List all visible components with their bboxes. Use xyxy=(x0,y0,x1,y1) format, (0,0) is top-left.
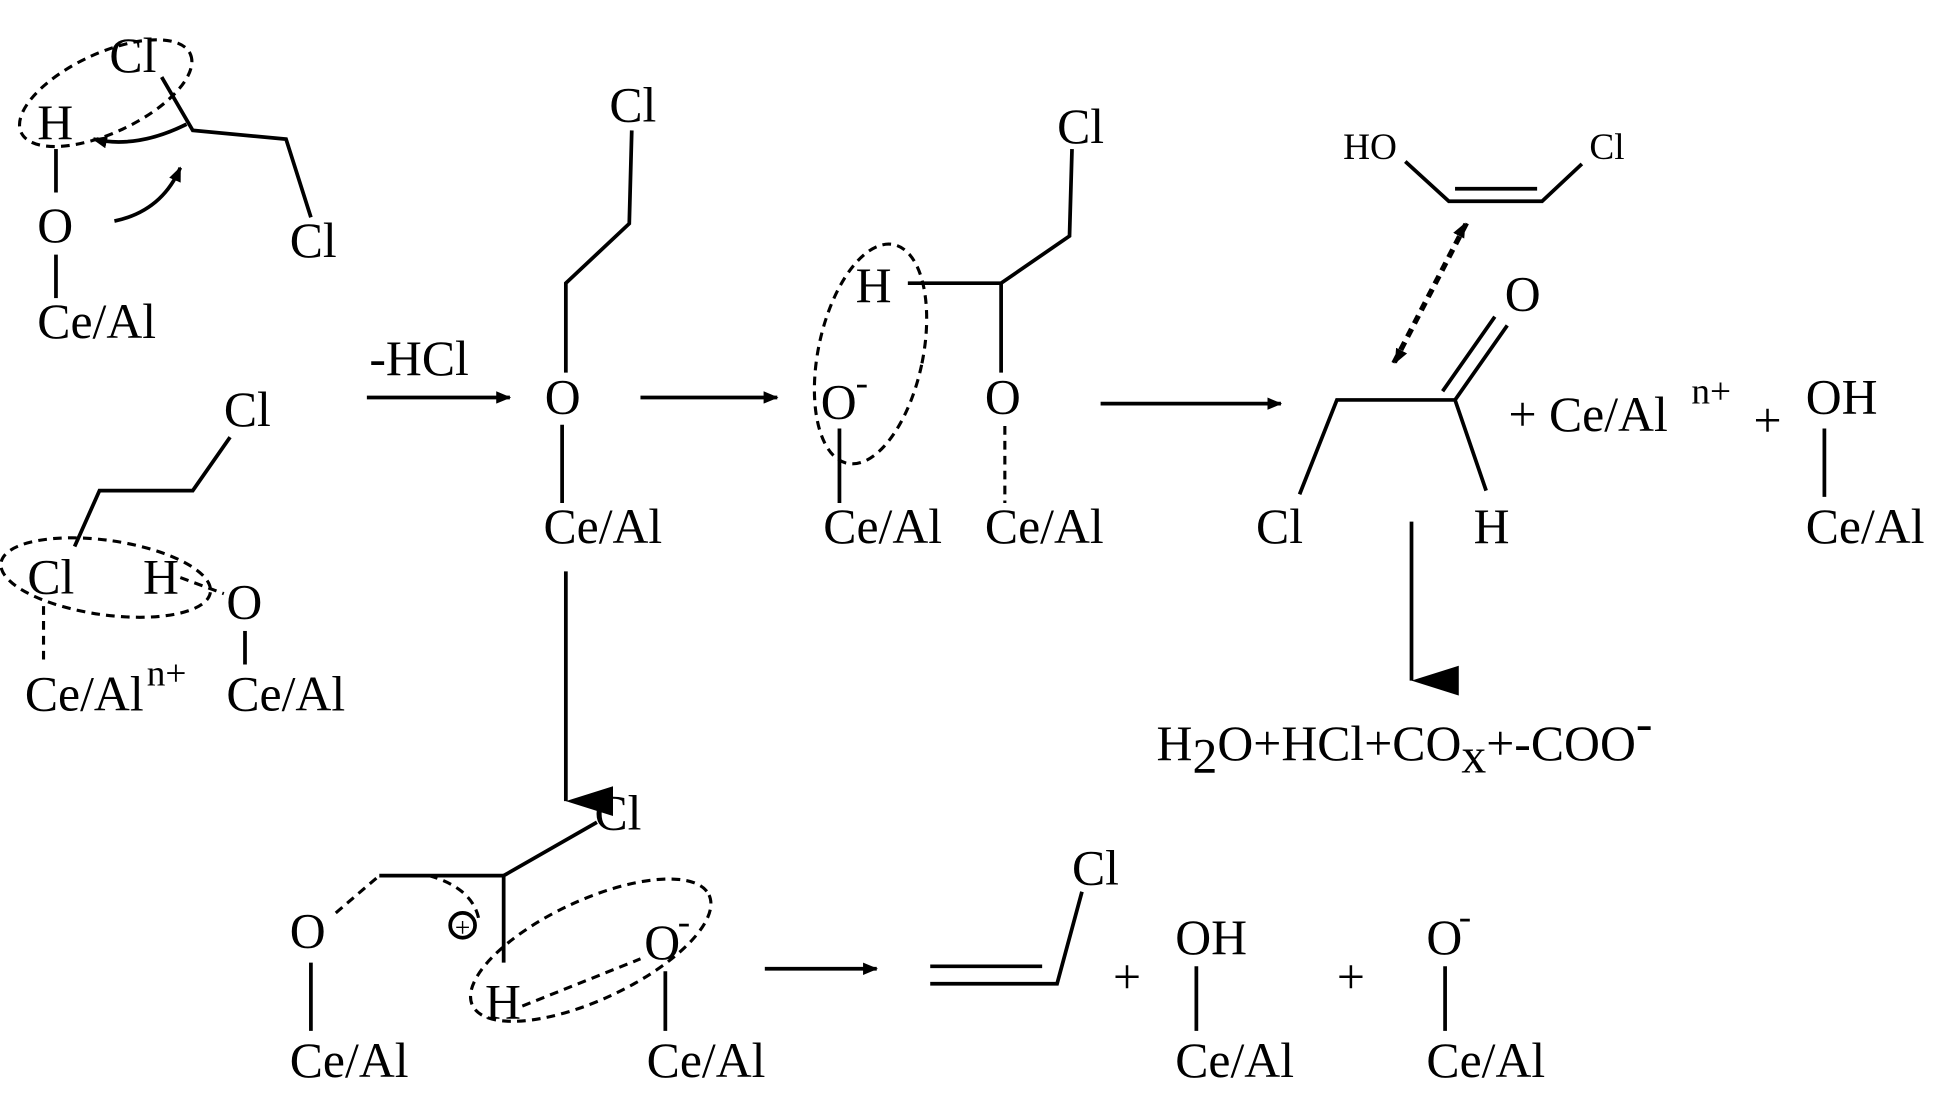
plus-sign: + xyxy=(1337,950,1365,1005)
electron-arrow xyxy=(92,122,188,149)
dashed-ellipse xyxy=(17,38,194,149)
vinyl-chloride-products: Cl + OH Ce/Al + O - Ce/Al xyxy=(930,840,1545,1088)
cl-label: Cl xyxy=(1589,127,1624,168)
h-label: H xyxy=(856,258,892,313)
cl-label: Cl xyxy=(1057,99,1104,154)
h-label: H xyxy=(1474,499,1510,554)
chloroacetaldehyde: O Cl H xyxy=(1256,267,1541,554)
ce-al-label: Ce/Al xyxy=(647,1033,766,1088)
o-label: O xyxy=(545,370,581,425)
ce-al-label: Ce/Al xyxy=(290,1033,409,1088)
cl-label: Cl xyxy=(109,28,156,83)
ce-al-label: Ce/Al xyxy=(25,666,144,721)
oh-label: OH xyxy=(1806,370,1878,425)
ce-al-label: Ce/Al xyxy=(1175,1033,1294,1088)
adsorbed-dce-hydroxyl: Cl H O Ce/Al Cl xyxy=(17,28,337,349)
cl-label: Cl xyxy=(594,786,641,841)
o-label: O xyxy=(985,370,1021,425)
o-minus-label: O xyxy=(821,375,857,430)
cl-label: Cl xyxy=(1256,499,1303,554)
chloroethoxy-intermediate: Cl O Ce/Al xyxy=(543,78,662,554)
charge-label: - xyxy=(856,363,868,404)
o-minus-label: O xyxy=(1426,910,1462,965)
o-label: O xyxy=(290,904,326,959)
carbocation-intermediate: Cl + O Ce/Al H O - Ce/Al xyxy=(290,786,766,1088)
ce-al-label: Ce/Al xyxy=(543,499,662,554)
equilibrium-arrow xyxy=(1391,222,1467,364)
ho-label: HO xyxy=(1343,127,1397,168)
chlorovinyl-alcohol: HO Cl xyxy=(1343,127,1625,204)
cl-label: Cl xyxy=(1072,840,1119,895)
minus-hcl-label: -HCl xyxy=(369,331,468,386)
h-label: H xyxy=(485,975,521,1030)
dashed-ellipse xyxy=(812,242,929,466)
charge-label: - xyxy=(678,902,690,943)
cl-label: Cl xyxy=(609,78,656,133)
ce-al-n-plus-label: + Ce/Al xyxy=(1509,387,1668,442)
ce-al-label: Ce/Al xyxy=(1426,1033,1545,1088)
dashed-ellipse xyxy=(468,877,713,1023)
ce-al-label: Ce/Al xyxy=(823,499,942,554)
surface-hydroxyl: OH Ce/Al xyxy=(1806,370,1925,554)
oh-label: OH xyxy=(1175,910,1247,965)
charge-label: n+ xyxy=(1691,372,1731,413)
charge-label: n+ xyxy=(147,654,187,695)
dashed-ellipse xyxy=(0,536,213,619)
cl-label: Cl xyxy=(27,550,74,605)
alpha-h-abstraction-intermediate: H O - Cl O Ce/Al Ce/Al xyxy=(812,99,1104,554)
o-minus-label: O xyxy=(644,915,680,970)
ce-al-label: Ce/Al xyxy=(37,294,156,349)
plus-sign: + xyxy=(1113,950,1141,1005)
oxidation-products: H2O+HCl+COx+-COO- xyxy=(1157,696,1653,783)
cation-sign: + xyxy=(455,913,470,943)
o-label: O xyxy=(226,575,262,630)
cl-label: Cl xyxy=(224,382,271,437)
electron-arrow xyxy=(114,166,183,223)
o-label: O xyxy=(37,198,73,253)
ce-al-label: Ce/Al xyxy=(226,666,345,721)
h-label: H xyxy=(143,550,179,605)
plus-sign: + xyxy=(1754,393,1782,448)
ce-al-label: Ce/Al xyxy=(1806,499,1925,554)
equilibrium-arrow xyxy=(1393,222,1469,364)
adsorbed-dce-lewis-site: Cl Cl H O Ce/Al n+ Ce/Al xyxy=(0,382,345,721)
h-label: H xyxy=(37,95,73,150)
cation-icon xyxy=(448,911,477,940)
o-label: O xyxy=(1505,267,1541,322)
ce-al-label: Ce/Al xyxy=(985,499,1104,554)
charge-label: - xyxy=(1459,897,1471,938)
cl-label: Cl xyxy=(290,213,337,268)
